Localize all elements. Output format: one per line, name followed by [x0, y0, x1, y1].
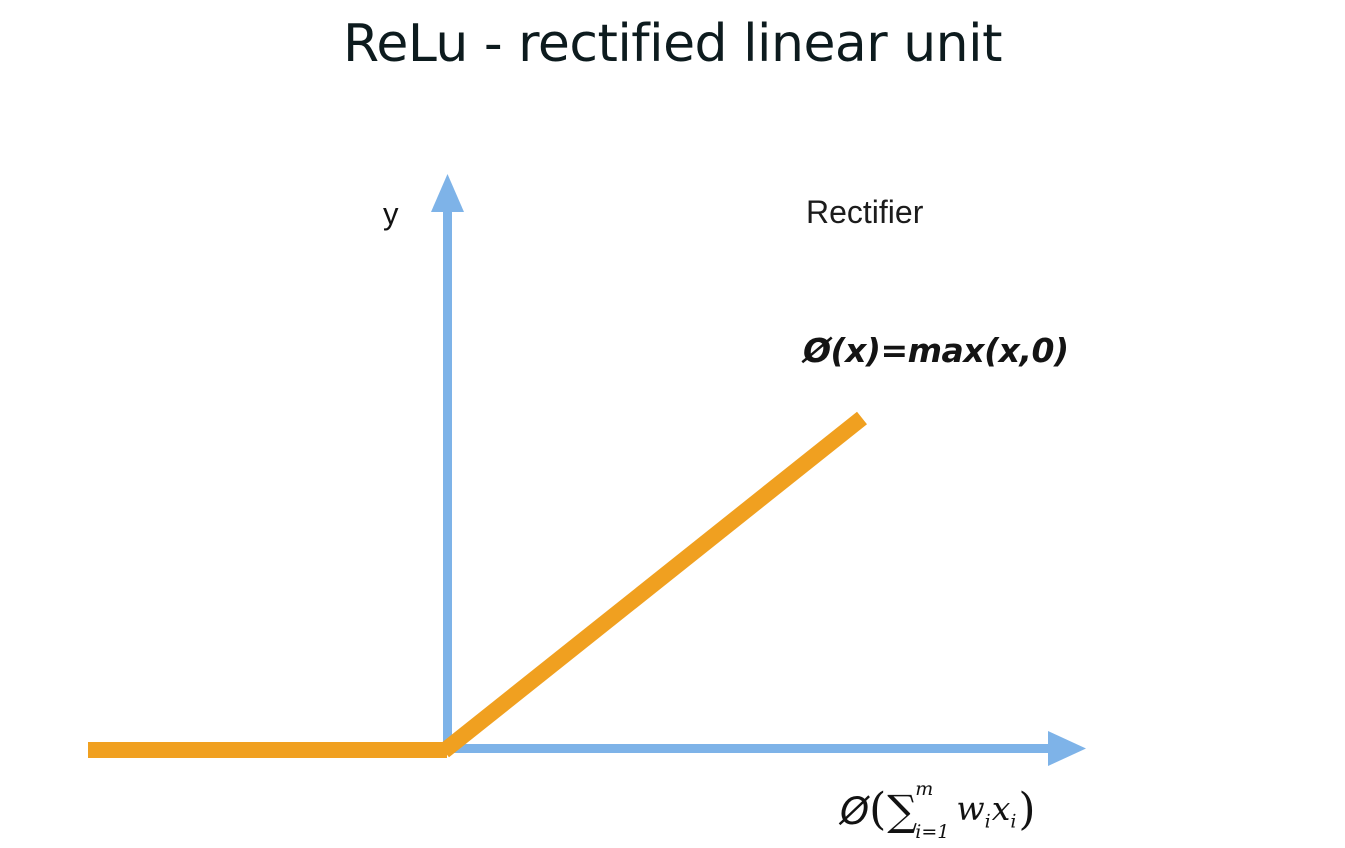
input-subscript: i	[1010, 810, 1017, 833]
y-axis-line	[443, 200, 452, 753]
y-axis-label: y	[383, 196, 399, 231]
phi-symbol: Ø	[840, 789, 870, 833]
close-paren: )	[1018, 784, 1036, 835]
relu-formula-label: Ø(x)=max(x,0)	[803, 331, 1069, 370]
page-title: ReLu - rectified linear unit	[343, 14, 1002, 74]
input-symbol: x	[991, 789, 1011, 829]
x-axis-line	[447, 744, 1055, 753]
y-axis-arrowhead	[431, 174, 464, 212]
sum-upper-limit: m	[915, 778, 934, 800]
sum-lower-limit: i=1	[915, 821, 950, 843]
sigma-icon: ∑	[887, 786, 918, 835]
weight-term: wi	[956, 789, 990, 833]
summation-limits: m i=1	[915, 780, 949, 842]
summation-group: ∑m i=1	[887, 780, 949, 842]
x-axis-arrowhead	[1048, 731, 1086, 766]
input-term: xi	[992, 789, 1017, 833]
weight-subscript: i	[984, 810, 991, 833]
rectifier-label: Rectifier	[806, 194, 924, 230]
open-paren: (	[869, 784, 887, 835]
weight-symbol: w	[956, 789, 985, 829]
relu-rising-segment	[439, 411, 867, 758]
